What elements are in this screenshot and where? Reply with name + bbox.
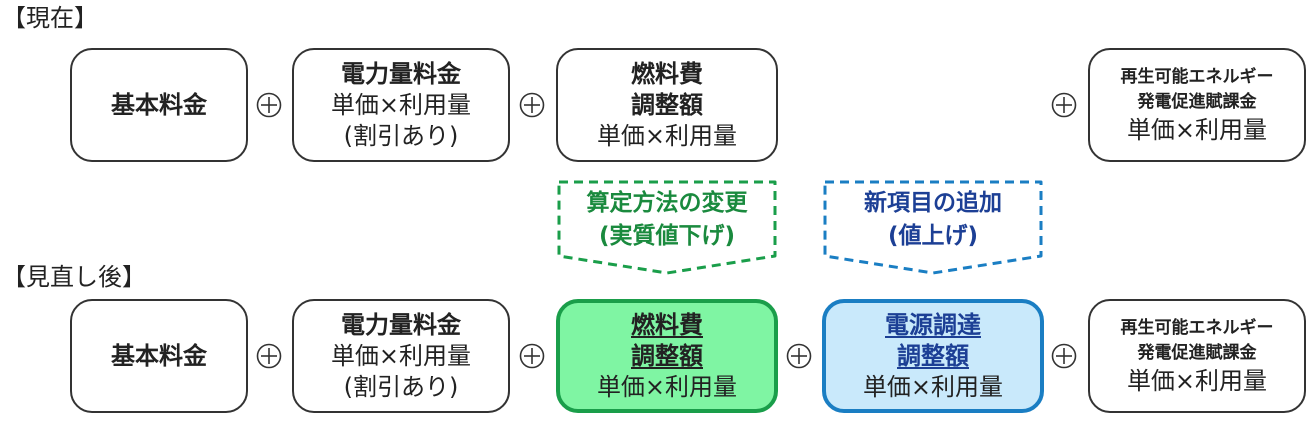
fuel-adjustment-title-2: 調整額 — [631, 90, 703, 119]
renewable-levy-title-2: 発電促進賦課金 — [1137, 91, 1257, 112]
plus-circle-icon — [1051, 92, 1077, 118]
calculation-change-callout: 算定方法の変更 (実質値下げ) — [556, 178, 778, 278]
energy-charge-formula: 単価×利用量 — [330, 341, 472, 370]
power-procurement-title-2: 調整額 — [897, 341, 969, 370]
plus-circle-icon — [519, 92, 545, 118]
renewable-levy-title-2: 発電促進賦課金 — [1137, 342, 1257, 363]
renewable-levy-formula: 単価×利用量 — [1126, 366, 1268, 395]
renewable-levy-formula: 単価×利用量 — [1126, 115, 1268, 144]
current-energy-charge-box: 電力量料金 単価×利用量 (割引あり) — [292, 48, 510, 162]
revised-energy-charge-box: 電力量料金 単価×利用量 (割引あり) — [292, 299, 510, 413]
new-item-line-1: 新項目の追加 — [864, 190, 1002, 216]
calculation-change-line-2: (実質値下げ) — [598, 223, 736, 249]
current-fuel-adjustment-box: 燃料費 調整額 単価×利用量 — [556, 48, 778, 162]
fuel-adjustment-formula: 単価×利用量 — [596, 372, 738, 401]
energy-charge-note: (割引あり) — [343, 121, 459, 150]
dashed-callout-arrow-icon — [823, 180, 1043, 275]
renewable-levy-title-1: 再生可能エネルギー — [1120, 317, 1274, 338]
new-item-callout: 新項目の追加 (値上げ) — [822, 178, 1044, 278]
energy-charge-formula: 単価×利用量 — [330, 90, 472, 119]
power-procurement-formula: 単価×利用量 — [862, 372, 1004, 401]
fuel-adjustment-title-2: 調整額 — [631, 341, 703, 370]
basic-charge-label: 基本料金 — [111, 341, 207, 370]
current-basic-charge-box: 基本料金 — [70, 48, 248, 162]
fuel-adjustment-title-1: 燃料費 — [631, 59, 703, 88]
basic-charge-label: 基本料金 — [111, 90, 207, 119]
plus-circle-icon — [256, 92, 282, 118]
energy-charge-note: (割引あり) — [343, 372, 459, 401]
revised-basic-charge-box: 基本料金 — [70, 299, 248, 413]
power-procurement-title-1: 電源調達 — [885, 310, 981, 339]
revised-renewable-levy-box: 再生可能エネルギー 発電促進賦課金 単価×利用量 — [1088, 299, 1306, 413]
energy-charge-title: 電力量料金 — [341, 59, 461, 88]
current-section-label: 【現在】 — [2, 4, 98, 32]
fuel-adjustment-title-1: 燃料費 — [631, 310, 703, 339]
calculation-change-line-1: 算定方法の変更 — [586, 190, 748, 216]
current-renewable-levy-box: 再生可能エネルギー 発電促進賦課金 単価×利用量 — [1088, 48, 1306, 162]
revised-fuel-adjustment-box: 燃料費 調整額 単価×利用量 — [556, 299, 778, 413]
fuel-adjustment-formula: 単価×利用量 — [596, 121, 738, 150]
revised-power-procurement-adjustment-box: 電源調達 調整額 単価×利用量 — [822, 299, 1044, 413]
energy-charge-title: 電力量料金 — [341, 310, 461, 339]
renewable-levy-title-1: 再生可能エネルギー — [1120, 66, 1274, 87]
plus-circle-icon — [1051, 343, 1077, 369]
plus-circle-icon — [786, 343, 812, 369]
plus-circle-icon — [519, 343, 545, 369]
plus-circle-icon — [256, 343, 282, 369]
dashed-callout-arrow-icon — [557, 180, 777, 275]
revised-section-label: 【見直し後】 — [2, 263, 146, 291]
new-item-line-2: (値上げ) — [887, 223, 979, 249]
